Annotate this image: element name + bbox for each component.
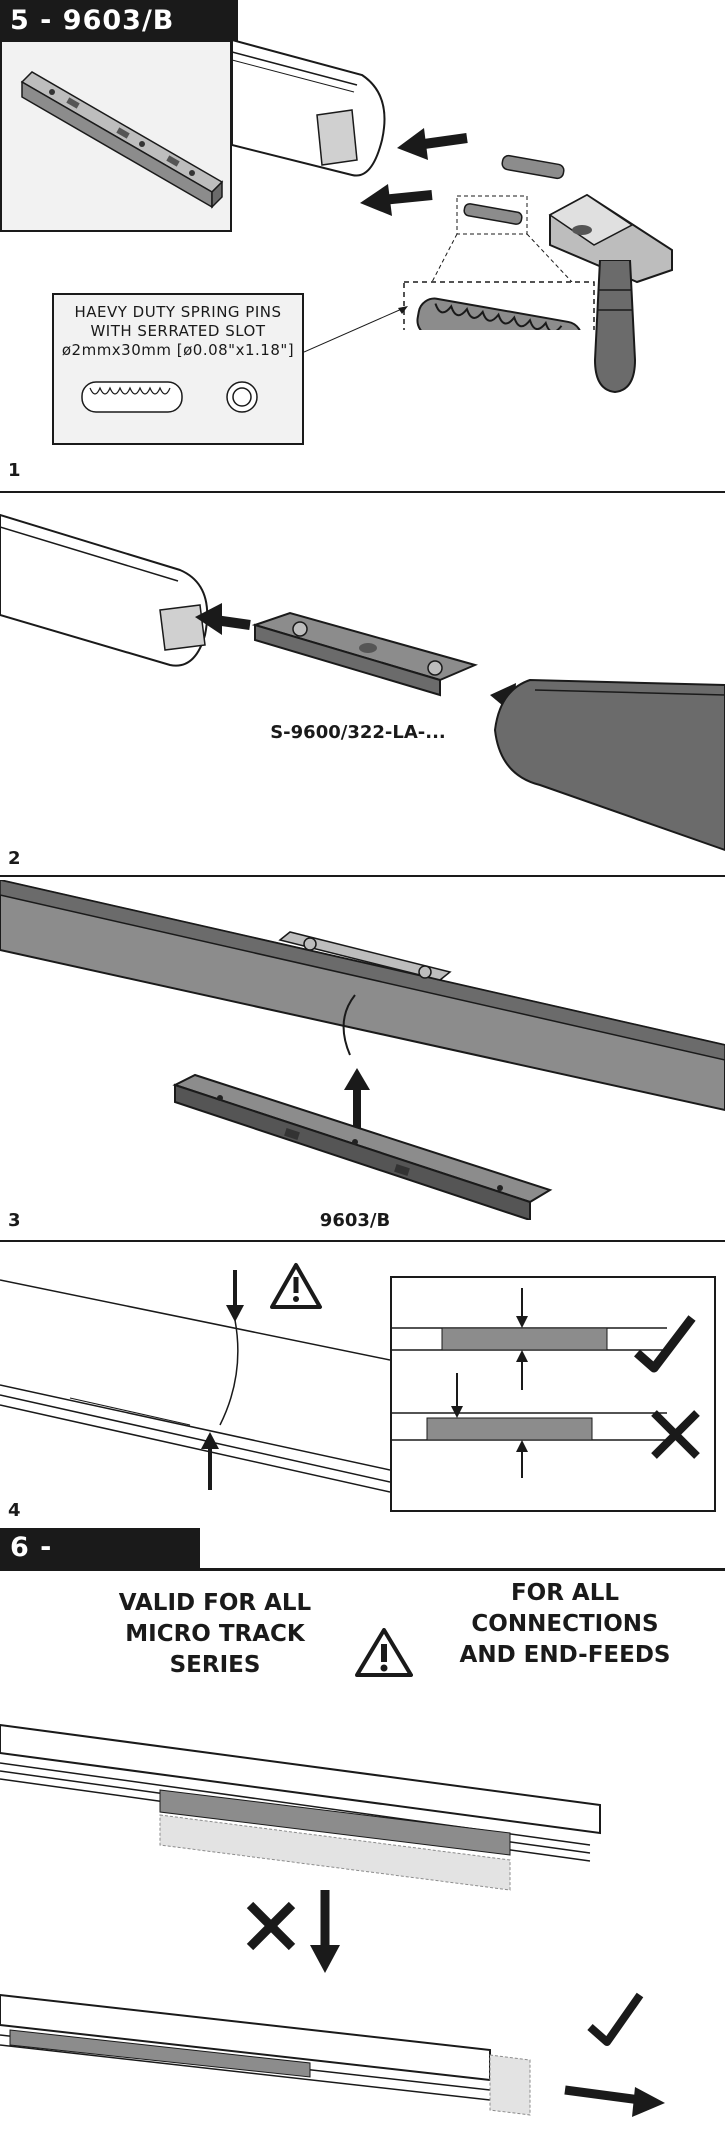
- valid-line-2: MICRO TRACK: [125, 1621, 305, 1647]
- for-all-connections-text: FOR ALL CONNECTIONS AND END-FEEDS: [450, 1578, 680, 1671]
- spring-pin-spec-box: HAEVY DUTY SPRING PINS WITH SERRATED SLO…: [52, 293, 304, 445]
- divider: [0, 491, 725, 493]
- check-icon: [587, 1992, 644, 2046]
- section-5-header: 5 - 9603/B: [0, 0, 238, 42]
- warning-illustration: [0, 1723, 665, 2117]
- step-1-number: 1: [8, 460, 21, 481]
- pin-spec-line-1: HAEVY DUTY SPRING PINS: [74, 303, 282, 321]
- cross-icon: [651, 1410, 700, 1459]
- warning-triangle-icon: [270, 1263, 322, 1309]
- step-2-caption: S-9600/322-LA-...: [270, 722, 446, 743]
- step-4-illustration: [0, 1263, 390, 1493]
- step-2-number: 2: [8, 848, 21, 869]
- section-6-rule: [0, 1568, 725, 1571]
- step-3-illustration: [0, 880, 725, 1220]
- divider: [0, 1240, 725, 1242]
- connections-line-1: FOR ALL: [510, 1580, 620, 1606]
- step-1-illustration: [232, 38, 673, 330]
- divider: [0, 875, 725, 877]
- pin-spec-leader: [304, 306, 408, 353]
- valid-line-1: VALID FOR ALL: [118, 1590, 312, 1616]
- valid-for-all-text: VALID FOR ALL MICRO TRACK SERIES: [95, 1588, 335, 1681]
- hammer-handle: [593, 260, 637, 394]
- connector-thumbnail: [20, 71, 224, 209]
- section-6-header: 6 - WARNING: [0, 1528, 200, 1603]
- step-3-number: 3: [8, 1210, 21, 1231]
- step-2-illustration: [0, 513, 725, 852]
- arrow-icon: [564, 2085, 665, 2117]
- pin-spec-line-2: WITH SERRATED SLOT: [90, 322, 266, 340]
- connections-line-3: AND END-FEEDS: [459, 1642, 671, 1668]
- step-4-detail-box: [390, 1276, 716, 1512]
- connections-line-2: CONNECTIONS: [471, 1611, 659, 1637]
- step-3-caption: 9603/B: [319, 1210, 391, 1231]
- product-inset-box: [0, 42, 232, 232]
- cross-icon: [246, 1901, 296, 1951]
- pin-spec-line-3: ø2mmx30mm [ø0.08"x1.18"]: [61, 341, 295, 359]
- check-icon: [634, 1315, 696, 1373]
- arrow-icon: [310, 1890, 340, 1973]
- hammer-icon: [548, 193, 673, 284]
- warning-triangle-icon: [355, 1628, 413, 1677]
- valid-line-3: SERIES: [169, 1652, 261, 1678]
- pin-spec-drawings: [81, 381, 258, 413]
- step-4-number: 4: [8, 1500, 21, 1521]
